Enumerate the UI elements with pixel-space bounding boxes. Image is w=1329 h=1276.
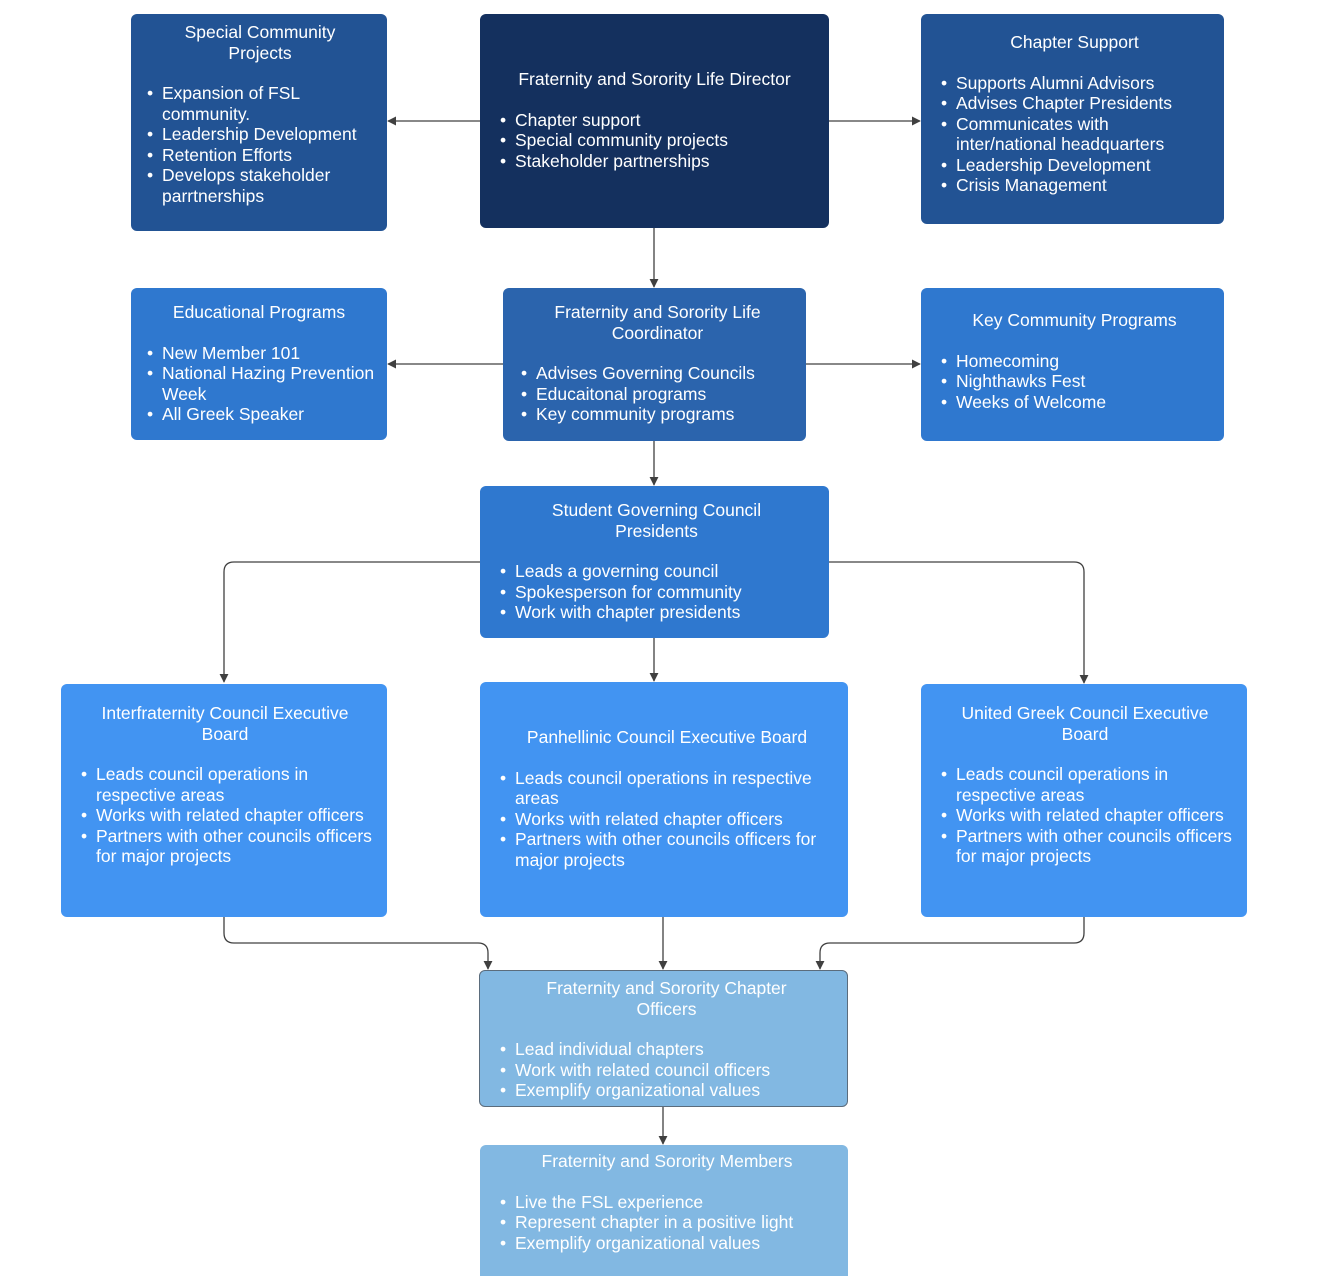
key-community-programs-box: Key Community Programs Homecoming Nighth…: [921, 288, 1224, 441]
fsl-director-list: Chapter support Special community projec…: [492, 110, 817, 172]
arrow-ifc-to-chapter-officers: [223, 917, 493, 970]
ugc-executive-board-title: United Greek Council Executive Board: [961, 703, 1209, 744]
fsl-members-title: Fraternity and Sorority Members: [541, 1151, 793, 1171]
list-item: Nighthawks Fest: [937, 371, 1212, 392]
list-item: National Hazing Prevention Week: [143, 363, 375, 404]
ugc-executive-board-list: Leads council operations in respective a…: [937, 764, 1233, 867]
ifc-executive-board-title: Interfraternity Council Executive Board: [101, 703, 349, 744]
list-item: Leads council operations in respective a…: [496, 768, 838, 809]
list-item: Work with chapter presidents: [496, 602, 817, 623]
educational-programs-list: New Member 101 National Hazing Preventio…: [143, 343, 375, 425]
special-community-projects-list: Expansion of FSL community. Leadership D…: [143, 83, 377, 206]
list-item: Partners with other councils officers fo…: [496, 829, 838, 870]
ugc-executive-board-box: United Greek Council Executive Board Lea…: [921, 684, 1247, 917]
list-item: Leadership Development: [143, 124, 377, 145]
educational-programs-title: Educational Programs: [172, 302, 346, 322]
list-item: Chapter support: [496, 110, 817, 131]
list-item: Lead individual chapters: [496, 1039, 837, 1060]
key-community-programs-title: Key Community Programs: [972, 310, 1177, 330]
chapter-officers-title: Fraternity and Sorority Chapter Officers: [546, 978, 787, 1019]
chapter-officers-list: Lead individual chapters Work with relat…: [496, 1039, 837, 1101]
list-item: Develops stakeholder parrtnerships: [143, 165, 377, 206]
ifc-executive-board-box: Interfraternity Council Executive Board …: [61, 684, 387, 917]
chapter-support-box: Chapter Support Supports Alumni Advisors…: [921, 14, 1224, 224]
list-item: Exemplify organizational values: [496, 1080, 837, 1101]
list-item: All Greek Speaker: [143, 404, 375, 425]
panhellenic-executive-board-title: Panhellinic Council Executive Board: [526, 727, 808, 747]
council-presidents-title: Student Governing Council Presidents: [551, 500, 762, 541]
special-community-projects-title: Special Community Projects: [184, 22, 336, 63]
list-item: Exemplify organizational values: [496, 1233, 808, 1254]
ifc-executive-board-list: Leads council operations in respective a…: [77, 764, 373, 867]
list-item: New Member 101: [143, 343, 375, 364]
list-item: Leads a governing council: [496, 561, 817, 582]
arrow-presidents-to-ifc: [219, 561, 480, 683]
panhellenic-executive-board-list: Leads council operations in respective a…: [496, 768, 838, 871]
list-item: Crisis Management: [937, 175, 1212, 196]
fsl-coordinator-title: Fraternity and Sorority Life Coordinator: [554, 302, 761, 343]
list-item: Communicates with inter/national headqua…: [937, 114, 1212, 155]
arrow-presidents-to-ugc: [829, 561, 1089, 684]
chapter-support-title: Chapter Support: [1010, 32, 1139, 52]
fsl-coordinator-list: Advises Governing Councils Educaitonal p…: [517, 363, 798, 425]
panhellenic-executive-board-box: Panhellinic Council Executive Board Lead…: [480, 682, 848, 917]
list-item: Works with related chapter officers: [496, 809, 838, 830]
list-item: Work with related council officers: [496, 1060, 837, 1081]
special-community-projects-box: Special Community Projects Expansion of …: [131, 14, 387, 231]
list-item: Stakeholder partnerships: [496, 151, 817, 172]
list-item: Expansion of FSL community.: [143, 83, 377, 124]
list-item: Key community programs: [517, 404, 798, 425]
educational-programs-box: Educational Programs New Member 101 Nati…: [131, 288, 387, 440]
key-community-programs-list: Homecoming Nighthawks Fest Weeks of Welc…: [937, 351, 1212, 413]
fsl-director-box: Fraternity and Sorority Life Director Ch…: [480, 14, 829, 228]
list-item: Works with related chapter officers: [77, 805, 373, 826]
list-item: Spokesperson for community: [496, 582, 817, 603]
list-item: Advises Governing Councils: [517, 363, 798, 384]
list-item: Weeks of Welcome: [937, 392, 1212, 413]
fsl-members-box: Fraternity and Sorority Members Live the…: [480, 1145, 848, 1276]
list-item: Leadership Development: [937, 155, 1212, 176]
fsl-members-list: Live the FSL experience Represent chapte…: [496, 1192, 808, 1254]
list-item: Partners with other councils officers fo…: [937, 826, 1233, 867]
list-item: Represent chapter in a positive light: [496, 1212, 808, 1233]
list-item: Partners with other councils officers fo…: [77, 826, 373, 867]
arrow-ugc-to-chapter-officers: [815, 917, 1085, 970]
list-item: Homecoming: [937, 351, 1212, 372]
list-item: Leads council operations in respective a…: [77, 764, 373, 805]
fsl-coordinator-box: Fraternity and Sorority Life Coordinator…: [503, 288, 806, 441]
list-item: Leads council operations in respective a…: [937, 764, 1233, 805]
list-item: Educaitonal programs: [517, 384, 798, 405]
fsl-director-title: Fraternity and Sorority Life Director: [518, 69, 791, 89]
list-item: Supports Alumni Advisors: [937, 73, 1212, 94]
list-item: Advises Chapter Presidents: [937, 93, 1212, 114]
list-item: Live the FSL experience: [496, 1192, 808, 1213]
council-presidents-list: Leads a governing council Spokesperson f…: [496, 561, 817, 623]
council-presidents-box: Student Governing Council Presidents Lea…: [480, 486, 829, 638]
chapter-support-list: Supports Alumni Advisors Advises Chapter…: [937, 73, 1212, 196]
list-item: Retention Efforts: [143, 145, 377, 166]
list-item: Special community projects: [496, 130, 817, 151]
list-item: Works with related chapter officers: [937, 805, 1233, 826]
chapter-officers-box: Fraternity and Sorority Chapter Officers…: [479, 970, 848, 1107]
